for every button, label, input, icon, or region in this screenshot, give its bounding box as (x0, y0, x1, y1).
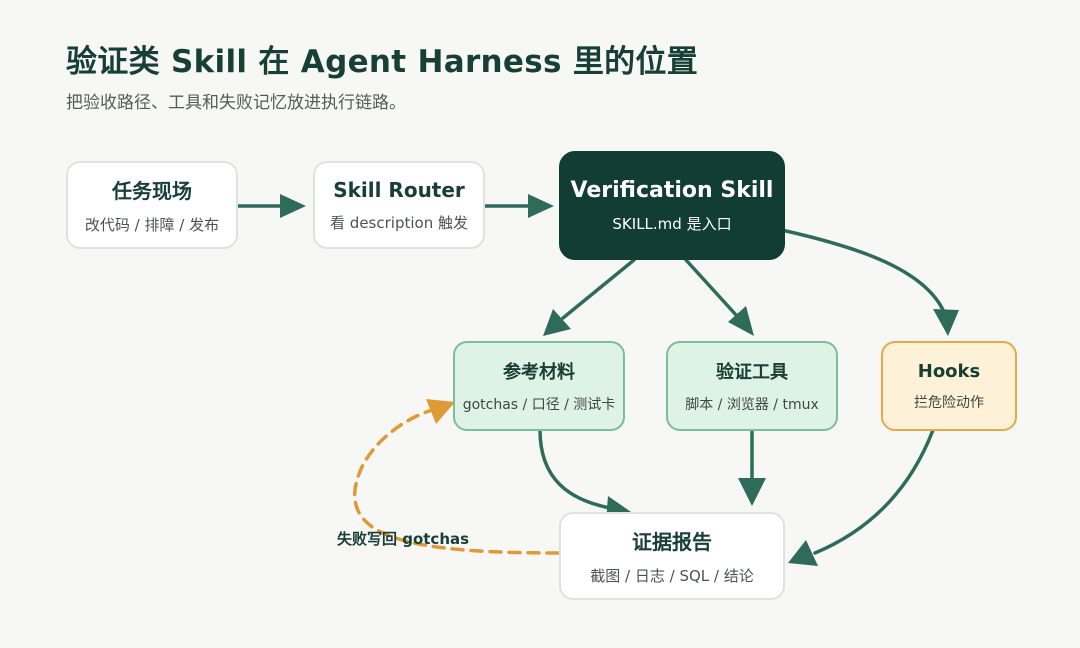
arrow-reference-to-report (538, 428, 612, 510)
node-verification-skill[interactable]: Verification Skill SKILL.md 是入口 (559, 151, 785, 260)
node-skill-router-title: Skill Router (333, 177, 465, 202)
node-verification-tools[interactable]: 验证工具 脚本 / 浏览器 / tmux (666, 341, 838, 431)
arrow-hooks-to-report (813, 428, 935, 555)
node-hooks-title: Hooks (917, 360, 981, 382)
node-verification-tools-title: 验证工具 (716, 362, 788, 383)
node-skill-router-subtitle: 看 description 触发 (330, 213, 468, 232)
node-task-scene[interactable]: 任务现场 改代码 / 排障 / 发布 (66, 161, 238, 249)
node-hooks-subtitle: 拦危险动作 (914, 394, 984, 411)
arrowhead-reference (543, 309, 571, 336)
loop-label: 失败写回 gotchas (337, 530, 470, 548)
arrowhead-report-right (788, 540, 818, 566)
arrowhead-router (280, 194, 306, 218)
node-task-scene-title: 任务现场 (112, 179, 192, 203)
node-reference-material-title: 参考材料 (503, 362, 575, 383)
node-verification-skill-title: Verification Skill (570, 177, 774, 203)
node-reference-material[interactable]: 参考材料 gotchas / 口径 / 测试卡 (453, 341, 625, 431)
node-evidence-report-subtitle: 截图 / 日志 / SQL / 结论 (590, 567, 754, 585)
arrow-skill-to-tools (684, 258, 739, 318)
node-verification-skill-subtitle: SKILL.md 是入口 (612, 214, 732, 233)
page-title: 验证类 Skill 在 Agent Harness 里的位置 (66, 44, 699, 80)
arrow-skill-to-hooks (761, 224, 946, 314)
node-skill-router[interactable]: Skill Router 看 description 触发 (313, 161, 485, 249)
arrowhead-report-mid (738, 478, 766, 506)
arrowhead-skill (528, 194, 554, 218)
node-reference-material-subtitle: gotchas / 口径 / 测试卡 (462, 397, 616, 413)
node-hooks[interactable]: Hooks 拦危险动作 (881, 341, 1017, 431)
node-task-scene-subtitle: 改代码 / 排障 / 发布 (84, 216, 220, 234)
arrowhead-tools (728, 306, 754, 336)
arrow-skill-to-reference (561, 258, 636, 320)
node-evidence-report-title: 证据报告 (632, 530, 712, 554)
node-verification-tools-subtitle: 脚本 / 浏览器 / tmux (685, 397, 819, 413)
loop-arrowhead (426, 399, 455, 424)
node-evidence-report[interactable]: 证据报告 截图 / 日志 / SQL / 结论 (559, 512, 785, 600)
arrowhead-hooks (933, 309, 959, 336)
page-subtitle: 把验收路径、工具和失败记忆放进执行链路。 (66, 93, 406, 113)
loop-arrow-dashed (353, 408, 560, 555)
